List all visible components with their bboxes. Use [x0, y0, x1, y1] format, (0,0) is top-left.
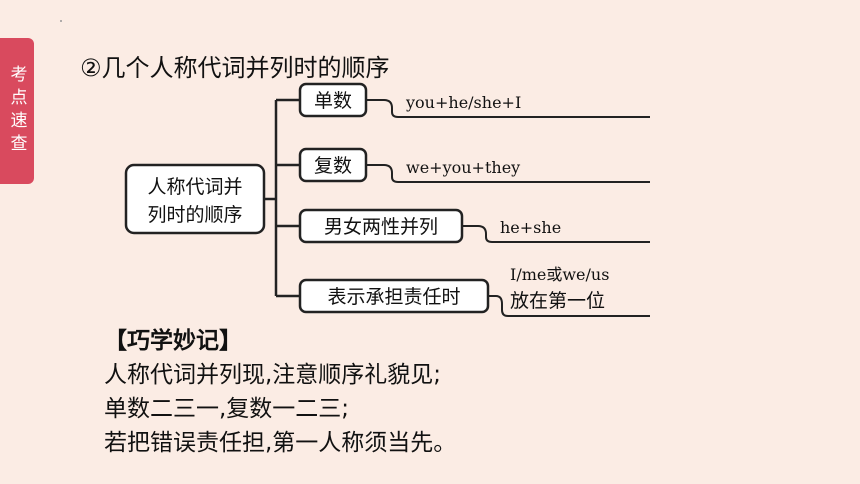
mnemonic-block: 【巧学妙记】 人称代词并列现,注意顺序礼貌见; 单数二三一,复数一二三; 若把错… [104, 324, 456, 460]
branch-line-singular [366, 99, 650, 118]
side-tab: 考点速查 [0, 38, 34, 184]
root-text-line1: 人称代词并 [147, 176, 242, 198]
branch-content-plural: we+you+they [406, 158, 520, 177]
decorative-dot [60, 20, 62, 22]
branch-content-mixed-gender: he+she [500, 218, 561, 237]
branch-label-responsibility: 表示承担责任时 [327, 286, 460, 308]
branch-content-singular: you+he/she+I [405, 93, 521, 112]
mnemonic-line: 人称代词并列现,注意顺序礼貌见; [104, 362, 442, 388]
branch-content-responsibility-line2: 放在第一位 [510, 290, 605, 312]
branch-line-responsibility [488, 295, 650, 317]
side-tab-label: 考点速查 [6, 65, 27, 157]
mnemonic-line: 若把错误责任担,第一人称须当先。 [104, 430, 457, 456]
root-text-line2: 列时的顺序 [147, 204, 242, 226]
branch-label-plural: 复数 [314, 155, 352, 177]
branch-content-responsibility-line1: I/me或we/us [510, 265, 609, 284]
branch-line-mixed-gender [462, 225, 650, 243]
branch-line-plural [366, 164, 650, 183]
mnemonic-line: 单数二三一,复数一二三; [104, 396, 350, 422]
bracket-connector [264, 98, 300, 298]
branch-label-singular: 单数 [314, 90, 352, 112]
branch-label-mixed-gender: 男女两性并列 [324, 216, 438, 238]
mnemonic-heading: 【巧学妙记】 [104, 328, 242, 354]
section-title: ②几个人称代词并列时的顺序 [80, 54, 390, 82]
